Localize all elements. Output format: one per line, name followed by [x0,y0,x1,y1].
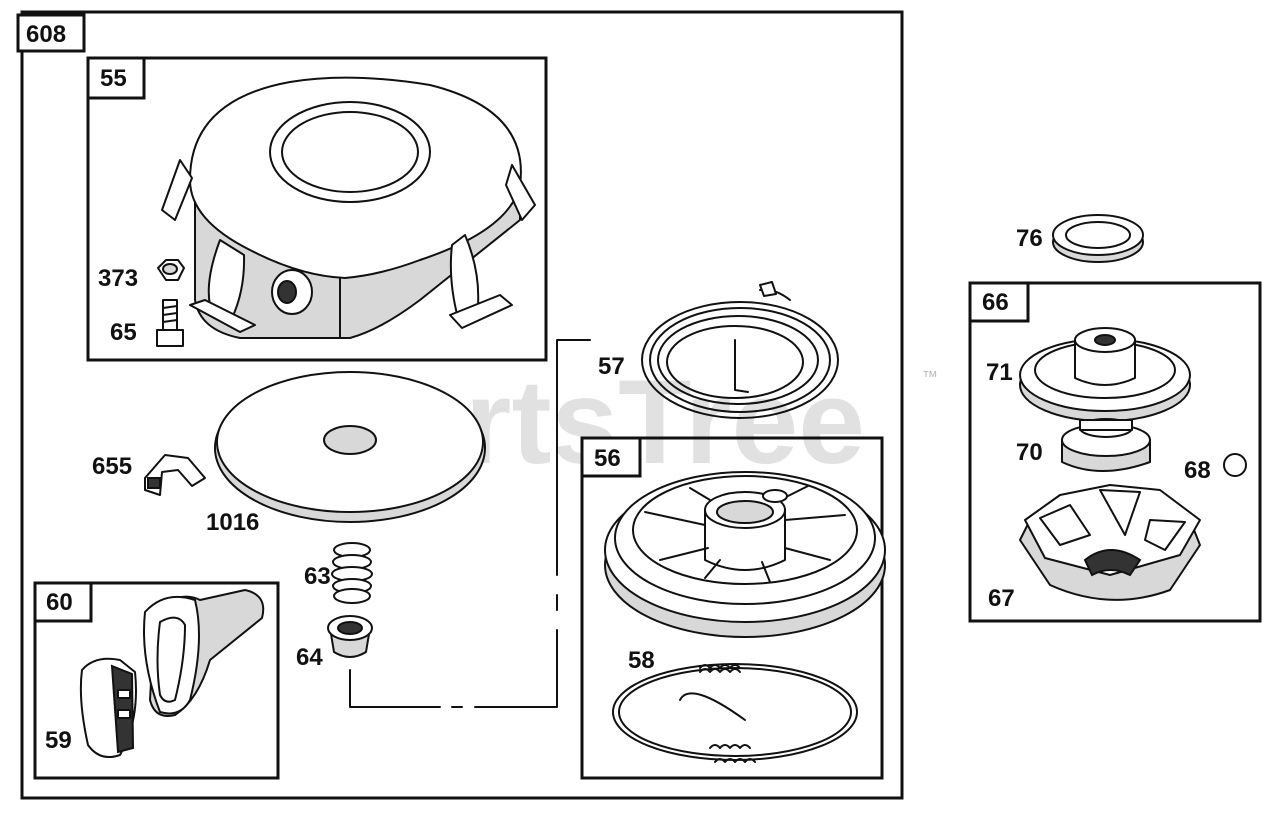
pulley-drawing[interactable] [604,471,886,638]
part-76-label[interactable]: 76 [1016,225,1043,252]
part-68-label[interactable]: 68 [1184,457,1211,484]
kit-608-label: 608 [26,21,66,48]
part-67-label[interactable]: 67 [988,585,1015,612]
clutch-housing-drawing[interactable] [1019,327,1191,422]
kit-55-tag[interactable] [86,56,146,100]
kit-66-tag[interactable] [968,281,1030,323]
kit-608-tag[interactable] [16,13,86,53]
part-59-label[interactable]: 59 [45,727,72,754]
part-57-label[interactable]: 57 [598,353,625,380]
ratchet-drawing[interactable] [1061,418,1151,472]
pawl-clip-drawing[interactable] [144,454,206,496]
starter-rope-drawing[interactable] [612,663,858,763]
part-71-label[interactable]: 71 [986,359,1013,386]
part-58-label[interactable]: 58 [628,647,655,674]
rewind-spring-drawing[interactable] [641,281,839,419]
part-64-label[interactable]: 64 [296,644,323,671]
part-373-label[interactable]: 373 [98,265,138,292]
part-655-label[interactable]: 655 [92,453,132,480]
kit-55-label: 55 [100,65,127,92]
kit-60-label: 60 [46,589,73,616]
washer-drawing[interactable] [1052,214,1144,263]
kit-55-frame [86,56,548,362]
kit-66-frame [968,281,1262,623]
clutch-base-drawing[interactable] [1019,484,1201,601]
hex-nut-drawing[interactable] [157,259,185,281]
ball-drawing[interactable] [1223,453,1247,477]
part-1016-label[interactable]: 1016 [206,509,259,536]
blower-housing-drawing[interactable] [161,76,536,339]
part-65-label[interactable]: 65 [110,319,137,346]
kit-60-tag[interactable] [33,581,93,623]
cup-bushing-drawing[interactable] [327,615,373,658]
plate-disc-drawing[interactable] [214,371,486,523]
bolt-drawing[interactable] [156,299,184,347]
watermark-trademark: ™ [922,369,938,386]
assembly-bracket-line [349,339,591,708]
kit-608-frame [20,10,904,800]
kit-56-label: 56 [594,445,621,472]
kit-60-frame [33,581,280,780]
compression-spring-drawing[interactable] [331,542,373,604]
part-63-label[interactable]: 63 [304,563,331,590]
starter-handle-drawing[interactable] [79,589,265,758]
kit-56-tag[interactable] [580,436,642,478]
kit-56-frame [580,436,884,780]
part-70-label[interactable]: 70 [1016,439,1043,466]
kit-66-label: 66 [982,289,1009,316]
